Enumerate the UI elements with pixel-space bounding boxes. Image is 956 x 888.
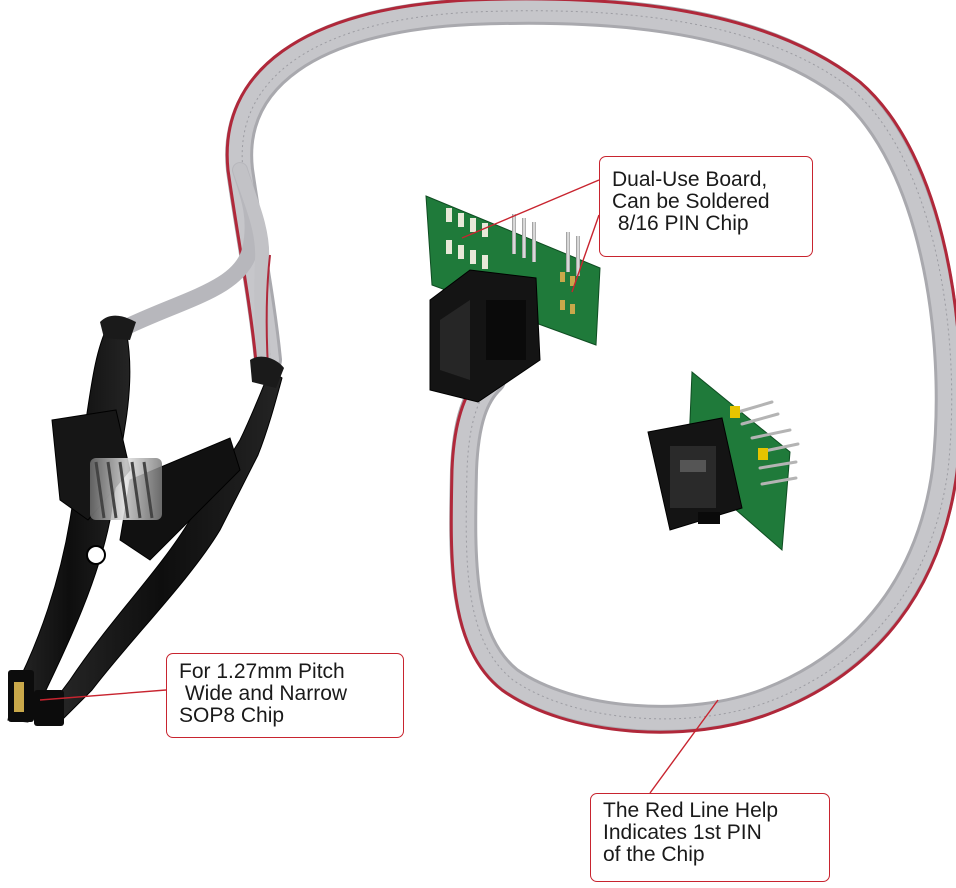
callout-sop8-clip: For 1.27mm Pitch Wide and Narrow SOP8 Ch…: [166, 653, 404, 738]
sop8-test-clip: [7, 315, 284, 726]
pin-marker: [730, 406, 740, 418]
callout-dual-use-board: Dual-Use Board, Can be Soldered 8/16 PIN…: [599, 156, 813, 257]
pin-marker: [758, 448, 768, 460]
callout-line: Can be Soldered: [612, 190, 770, 213]
callout-line: Indicates 1st PIN: [603, 821, 762, 844]
callout-red-line: The Red Line Help Indicates 1st PIN of t…: [590, 793, 830, 882]
callout-leaders: [39, 179, 719, 794]
clip-wires: [112, 162, 272, 377]
callout-line: 8/16 PIN Chip: [612, 212, 749, 235]
callout-line: Wide and Narrow: [179, 682, 348, 705]
callout-line: Dual-Use Board,: [612, 168, 768, 191]
spring: [90, 458, 162, 520]
adapter-board: [647, 370, 800, 552]
callout-line: The Red Line Help: [603, 799, 779, 822]
callout-line: SOP8 Chip: [179, 704, 285, 727]
ribbon-red-stripe: [225, 0, 956, 734]
ribbon-cable: [225, 0, 956, 734]
dual-use-board: [425, 195, 601, 403]
callout-line: For 1.27mm Pitch: [179, 660, 345, 683]
callout-line: of the Chip: [603, 843, 705, 866]
